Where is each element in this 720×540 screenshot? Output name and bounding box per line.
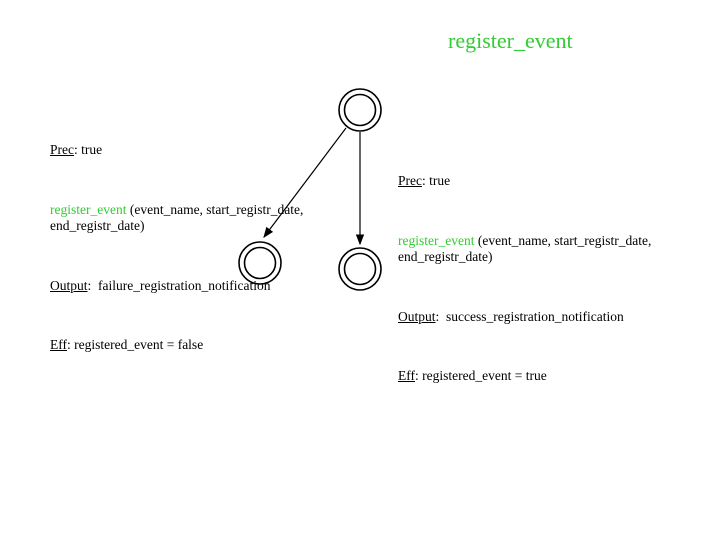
prec-label: Prec [398,173,422,188]
action-line: register_event (event_name, start_regist… [398,233,698,266]
failure-annotation-block: Prec: true register_event (event_name, s… [50,109,350,387]
failure-transition-arrow [263,127,347,238]
eff-value: : registered_event = true [415,368,547,383]
action-name: register_event [398,232,475,248]
output-label: Output [398,308,436,324]
success-state-node [338,247,382,291]
action-args: (event_name, start_registr_date, end_reg… [50,201,304,234]
output-line: Output: failure_registration_notificatio… [50,278,350,295]
output-value: : success_registration_notification [435,308,624,324]
output-label: Output [50,277,88,293]
eff-label: Eff [50,337,67,352]
eff-value: : registered_event = false [67,337,204,352]
eff-line: Eff: registered_event = true [398,368,698,385]
prec-line: Prec: true [50,142,350,159]
eff-line: Eff: registered_event = false [50,337,350,354]
output-value: : failure_registration_notification [87,277,271,293]
eff-label: Eff [398,368,415,383]
prec-label: Prec [50,142,74,157]
failure-state-node [238,241,282,285]
action-name: register_event [50,201,127,217]
output-line: Output: success_registration_notificatio… [398,309,698,326]
success-annotation-block: Prec: true register_event (event_name, s… [398,140,698,418]
prec-line: Prec: true [398,173,698,190]
diagram-title: register_event [448,28,573,53]
action-args: (event_name, start_registr_date, end_reg… [398,232,652,265]
action-line: register_event (event_name, start_regist… [50,202,350,235]
prec-value: : true [74,142,103,157]
prec-value: : true [422,173,451,188]
initial-state-node [338,88,382,132]
